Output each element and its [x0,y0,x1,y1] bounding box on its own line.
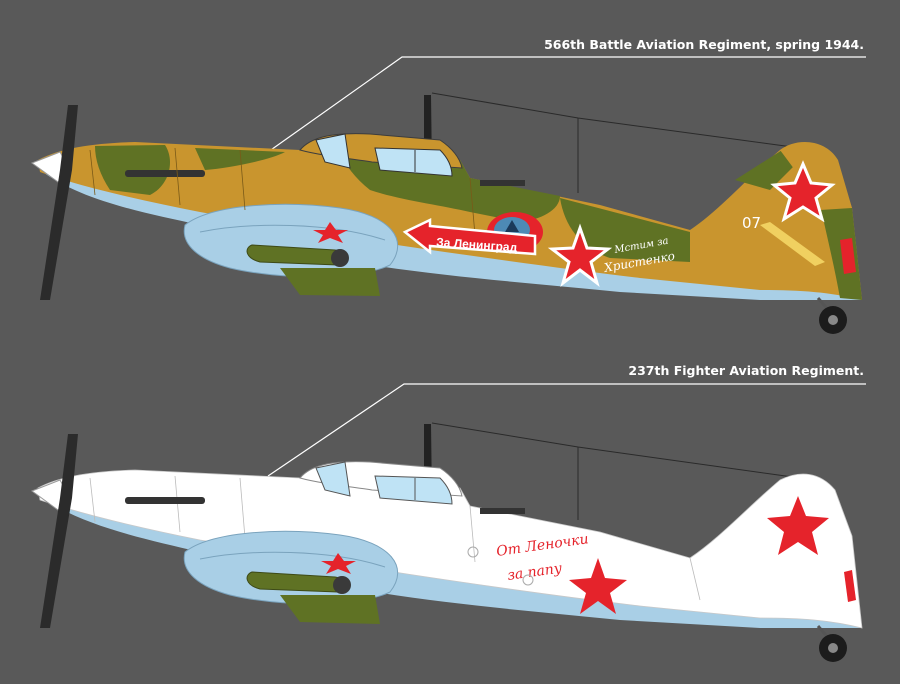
tail-star-1 [770,160,836,223]
leader-line-2 [267,383,866,477]
fuselage-upper-2 [37,469,863,629]
tail-number: 07 [742,214,761,232]
slogan-arrow [402,218,537,256]
tail-star-2 [767,496,829,555]
fuselage-star-2 [569,558,627,614]
profile-caption-2: 237th Fighter Aviation Regiment. [628,363,864,378]
profile-caption-1: 566th Battle Aviation Regiment, spring 1… [544,37,864,52]
wing-2 [183,530,399,605]
aircraft-profile-camouflage: 07 За Ленинград Мстим за Христенко [30,56,866,334]
wing-star-2 [321,553,356,574]
fuselage-upper-1 [38,142,862,300]
inscription-line-4: за папу [506,560,563,584]
slogan-text: За Ленинград [436,235,518,255]
cannon-1 [125,170,205,177]
cannon-2 [125,497,205,504]
leader-line-1 [267,56,866,153]
wing-star-1 [313,222,348,243]
propeller-1 [40,105,78,300]
propeller-2 [40,434,78,628]
fuselage-star-1 [547,223,613,287]
